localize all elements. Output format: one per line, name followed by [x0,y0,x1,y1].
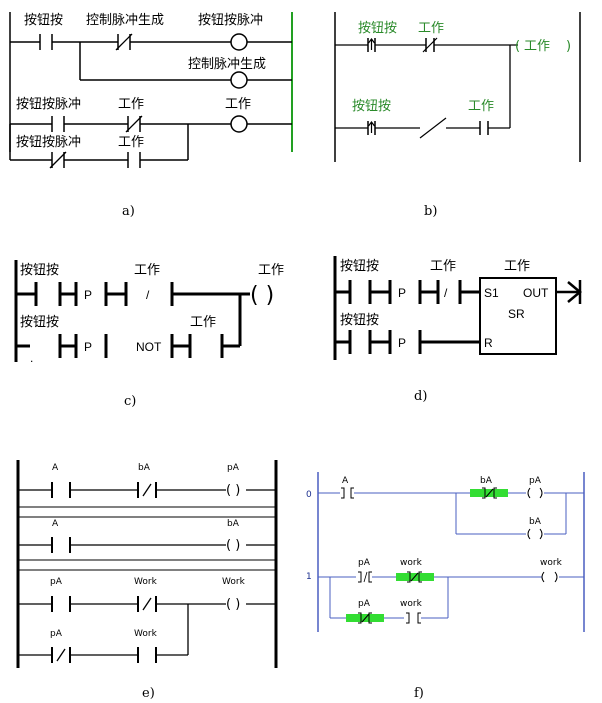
label-d-r1-c1: 按钮按 [340,259,379,274]
label-f-r0-coil: pA [529,476,542,486]
label-e-r1-coil: pA [227,463,240,473]
label-d-pin-r: R [484,336,493,350]
label-c-r2-c1: 按钮按 [20,315,59,330]
panel-a: 按钮按 控制脉冲生成 按钮按脉冲 控制脉冲生成 按钮按脉冲 工作 工作 [9,12,293,219]
label-e-r2-c1: A [52,519,59,529]
label-e-r4-c1: pA [50,629,63,639]
label-f-r1b-c1: pA [358,599,371,609]
caption-b: b) [424,204,437,219]
label-d-pin-sr: SR [508,307,525,321]
panel-b: 按钮按 工作 ( 工作 ) 按钮按 工作 b) [334,12,581,219]
label-f-r1-c2: work [400,558,423,568]
label-f-r0b-coil: bA [529,517,542,527]
label-c-p1: P [84,288,92,302]
label-b-r1-c2: 工作 [418,21,444,36]
label-c-not: NOT [136,340,162,354]
panel-e: A bA pA ( ) A bA ( ) pA Work Work ( ) [16,460,278,701]
label-d-p1: P [398,286,406,300]
panel-f: 0 1 A bA pA bA pA work work pA [306,472,585,701]
label-b-coil: ( [515,39,520,54]
sr-block [479,277,557,355]
label-e-r3-c1: pA [50,577,63,587]
label-c-coil-sym: ( ) [250,283,274,308]
label-b-r2-c1: 按钮按 [352,99,391,114]
label-d-r2-c1: 按钮按 [340,313,379,328]
panel-d: 按钮按 工作 工作 P / S1 OUT SR R 按钮按 P d) [333,256,582,404]
label-a-r2-coil: 控制脉冲生成 [188,57,266,72]
label-e-r1-c1: A [52,463,59,473]
label-e-r2-coil-sym: ( ) [226,538,240,553]
label-a-r3-c1: 按钮按脉冲 [16,97,81,112]
label-b-coil-name: 工作 [524,39,550,54]
label-e-r4-c2: Work [134,629,158,639]
label-e-r1-coil-sym: ( ) [226,483,240,498]
label-a-r1-c1: 按钮按 [24,13,63,28]
label-d-block-name: 工作 [504,259,530,274]
label-a-r4-c2: 工作 [118,135,144,150]
caption-f: f) [414,686,424,701]
label-c-r1-c1: 按钮按 [20,263,59,278]
label-d-p2: P [398,336,406,350]
label-e-r3-c2: Work [134,577,158,587]
label-a-r3-coil: 工作 [225,97,251,112]
label-a-r1-coil: 按钮按脉冲 [198,13,263,28]
svg-text:): ) [566,39,571,54]
label-b-r1-c1: 按钮按 [358,21,397,36]
label-e-r3-coil-sym: ( ) [226,597,240,612]
panel-c: 按钮按 工作 工作 P / ( ) 按钮按 工作 . P NOT c) [14,260,284,409]
label-f-r0-c2: bA [480,476,493,486]
caption-e: e) [142,686,155,701]
caption-d: d) [414,389,427,404]
label-e-r2-coil: bA [227,519,240,529]
caption-a: a) [122,204,135,219]
label-c-slash: / [146,288,150,302]
label-d-r1-c2: 工作 [430,259,456,274]
label-f-rung0: 0 [306,490,312,500]
label-c-p2: P [84,340,92,354]
label-f-rung1: 1 [306,572,312,582]
label-c-coil: 工作 [258,263,284,278]
label-f-r0-c1: A [342,476,349,486]
label-b-r2-c2: 工作 [468,99,494,114]
label-f-r1b-c2: work [400,599,423,609]
label-d-slash: / [444,286,448,300]
label-a-r4-c1: 按钮按脉冲 [16,135,81,150]
label-d-pin-out: OUT [523,286,549,300]
label-c-dot: . [30,351,33,365]
label-d-pin-s1: S1 [484,286,499,300]
label-e-r1-c2: bA [138,463,151,473]
label-f-r1-c1: pA [358,558,371,568]
label-c-r2-c2: 工作 [190,315,216,330]
label-f-r1-coil: work [540,558,563,568]
label-a-r3-c2: 工作 [118,97,144,112]
caption-c: c) [124,394,136,409]
label-a-r1-c2: 控制脉冲生成 [86,13,164,28]
label-c-r1-c2: 工作 [134,263,160,278]
label-e-r3-coil: Work [222,577,246,587]
